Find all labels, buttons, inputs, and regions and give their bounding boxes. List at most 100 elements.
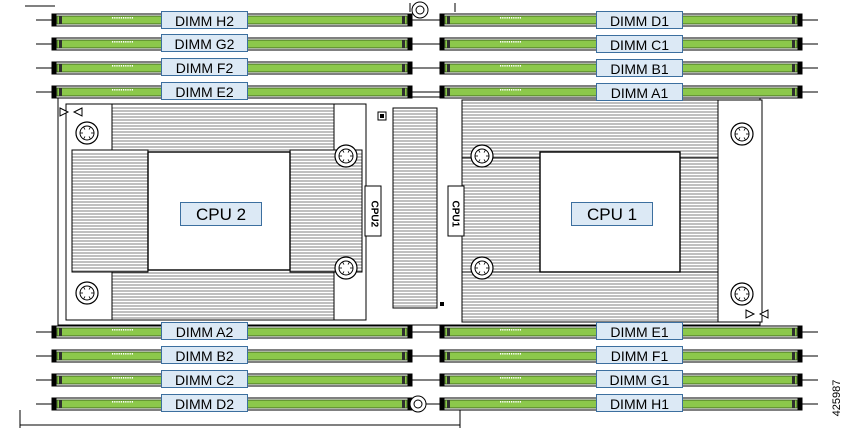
dimm-slot-cpu1-top-3-chip xyxy=(506,89,508,91)
dimm-slot-cpu1-bottom-2-chip xyxy=(517,377,519,379)
dimm-slot-cpu1-bottom-1-latch xyxy=(439,350,445,362)
dimm-slot-cpu1-bottom-2-chip xyxy=(511,377,513,379)
cpu1-screw-4-tooth xyxy=(738,287,741,291)
dimm-slot-cpu2-bottom-1-key xyxy=(59,352,62,360)
dimm-label-g2: DIMM G2 xyxy=(161,34,248,52)
dimm-slot-cpu1-top-3-chip xyxy=(515,89,517,91)
cpu2-screw-3-tooth xyxy=(342,261,345,265)
dimm-slot-cpu2-top-3-chip xyxy=(112,89,114,91)
dimm-slot-cpu2-bottom-3-latch xyxy=(51,398,57,410)
dimm-slot-cpu1-bottom-2-latch xyxy=(439,374,445,386)
dimm-slot-cpu2-bottom-0-key xyxy=(59,328,62,336)
dimm-slot-cpu2-bottom-0-key xyxy=(402,328,405,336)
dimm-slot-cpu1-top-3-chip xyxy=(500,89,502,91)
dimm-slot-cpu1-top-1-chip xyxy=(511,41,513,43)
dimm-slot-cpu2-bottom-2-chip xyxy=(123,377,125,379)
dimm-slot-cpu1-bottom-3-chip xyxy=(511,401,513,403)
dimm-slot-cpu2-bottom-3-chip xyxy=(129,401,131,403)
dimm-label-f2: DIMM F2 xyxy=(161,58,248,76)
cpu1-socket-tag: CPU1 xyxy=(449,200,461,228)
figure-number: 425987 xyxy=(831,379,843,417)
dimm-slot-cpu1-bottom-1-chip xyxy=(515,353,517,355)
dimm-slot-cpu1-bottom-0-chip xyxy=(517,329,519,331)
dimm-slot-cpu2-bottom-2-latch xyxy=(407,374,413,386)
cpu2-screw-2-tooth xyxy=(342,159,345,163)
dimm-slot-cpu1-bottom-2-chip xyxy=(500,377,502,379)
dimm-slot-cpu2-bottom-0-chip xyxy=(131,329,133,331)
cpu1-screw-2-tooth xyxy=(478,159,481,163)
dimm-slot-cpu1-top-0-chip xyxy=(515,17,517,19)
dimm-slot-cpu1-top-0-chip xyxy=(513,17,515,19)
dimm-slot-cpu1-bottom-3-chip xyxy=(500,401,502,403)
dimm-slot-cpu2-top-1-key xyxy=(402,40,405,48)
dimm-slot-cpu1-bottom-1-key xyxy=(447,352,450,360)
dimm-slot-cpu2-bottom-1-chip xyxy=(125,353,127,355)
cpu1-screw-4-tooth xyxy=(738,297,741,301)
dimm-slot-cpu1-bottom-0-chip xyxy=(506,329,508,331)
cpu2-screw-1-tooth xyxy=(83,126,86,130)
dimm-slot-cpu2-bottom-0-chip xyxy=(112,329,114,331)
dimm-slot-cpu2-bottom-0-chip xyxy=(129,329,131,331)
dimm-label-b1: DIMM B1 xyxy=(596,59,683,77)
dimm-slot-cpu1-top-1-chip xyxy=(513,41,515,43)
dimm-slot-cpu1-top-3-chip xyxy=(511,89,513,91)
dimm-slot-cpu1-top-3-chip xyxy=(519,89,521,91)
dimm-slot-cpu2-bottom-1-chip xyxy=(116,353,118,355)
dimm-slot-cpu2-top-0-chip xyxy=(118,17,120,19)
dimm-slot-cpu1-bottom-1-chip xyxy=(500,353,502,355)
dimm-slot-cpu2-top-0-chip xyxy=(114,17,116,19)
dimm-slot-cpu2-bottom-1-latch xyxy=(407,350,413,362)
dimm-slot-cpu1-bottom-0-chip xyxy=(508,329,510,331)
dimm-slot-cpu2-bottom-3-key xyxy=(59,400,62,408)
dimm-slot-cpu1-top-2-latch xyxy=(439,62,445,74)
dimm-slot-cpu1-bottom-2-chip xyxy=(513,377,515,379)
dimm-slot-cpu2-bottom-3-chip xyxy=(114,401,116,403)
dimm-slot-cpu1-top-2-chip xyxy=(511,65,513,67)
dimm-slot-cpu1-bottom-2-chip xyxy=(508,377,510,379)
dimm-slot-cpu2-top-0-latch xyxy=(51,14,57,26)
dimm-slot-cpu2-top-3-key xyxy=(402,88,405,96)
pin1-triangle xyxy=(745,309,756,319)
cpu2-label: CPU 2 xyxy=(180,202,262,226)
dimm-slot-cpu1-top-1-chip xyxy=(506,41,508,43)
dimm-slot-cpu2-top-1-chip xyxy=(112,41,114,43)
dimm-slot-cpu1-bottom-1-chip xyxy=(508,353,510,355)
dimm-slot-cpu1-bottom-1-chip xyxy=(513,353,515,355)
dimm-slot-cpu1-bottom-0-chip xyxy=(515,329,517,331)
dimm-slot-cpu1-bottom-3-chip xyxy=(506,401,508,403)
dimm-slot-cpu2-bottom-0-chip xyxy=(120,329,122,331)
dimm-slot-cpu1-top-3-chip xyxy=(502,89,504,91)
dimm-slot-cpu1-bottom-0-key xyxy=(447,328,450,336)
pin1-triangle xyxy=(59,107,70,117)
dimm-slot-cpu2-top-2-key xyxy=(402,64,405,72)
dimm-slot-cpu1-top-0-chip xyxy=(519,17,521,19)
connector-top xyxy=(415,5,425,15)
dimm-slot-cpu2-top-1-chip xyxy=(118,41,120,43)
center-marker xyxy=(440,302,444,306)
dimm-slot-cpu2-top-2-chip xyxy=(131,65,133,67)
dimm-slot-cpu2-top-2-latch xyxy=(407,62,413,74)
dimm-slot-cpu1-bottom-3-latch xyxy=(797,398,803,410)
dimm-slot-cpu1-top-2-key xyxy=(447,64,450,72)
dimm-slot-cpu2-bottom-3-chip xyxy=(127,401,129,403)
cpu1-screw-1-tooth xyxy=(743,137,746,141)
dimm-slot-cpu2-top-0-chip xyxy=(116,17,118,19)
dimm-slot-cpu2-bottom-1-key xyxy=(402,352,405,360)
dimm-slot-cpu1-bottom-0-key xyxy=(792,328,795,336)
dimm-slot-cpu1-bottom-2-key xyxy=(447,376,450,384)
dimm-slot-cpu2-top-2-latch xyxy=(51,62,57,74)
dimm-label-a1: DIMM A1 xyxy=(596,83,683,101)
dimm-slot-cpu1-top-0-chip xyxy=(504,17,506,19)
dimm-slot-cpu1-bottom-2-chip xyxy=(506,377,508,379)
dimm-slot-cpu1-top-2-key xyxy=(792,64,795,72)
dimm-slot-cpu2-top-1-chip xyxy=(129,41,131,43)
dimm-slot-cpu2-bottom-2-chip xyxy=(125,377,127,379)
dimm-slot-cpu1-bottom-0-latch xyxy=(439,326,445,338)
dimm-slot-cpu1-top-0-chip xyxy=(500,17,502,19)
dimm-slot-cpu1-top-2-chip xyxy=(517,65,519,67)
cpu2-screw-1-tooth xyxy=(83,136,86,140)
cpu1-screw-3-tooth xyxy=(483,261,486,265)
dimm-slot-cpu1-bottom-1-chip xyxy=(504,353,506,355)
